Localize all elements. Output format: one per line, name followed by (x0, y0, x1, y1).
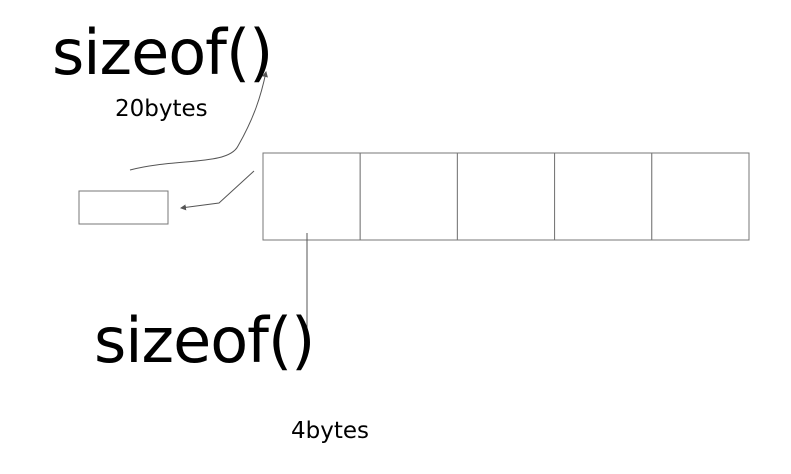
array-cell-2 (359, 152, 458, 241)
array-cell-3 (456, 152, 556, 241)
array-cell-1 (262, 152, 361, 241)
array-block (262, 152, 750, 241)
top-sizeof-arrow (129, 71, 268, 171)
pointer-box (78, 190, 169, 225)
top-size-label: 20bytes (115, 96, 208, 122)
bottom-size-label: 4bytes (291, 418, 369, 444)
bottom-sizeof-label: sizeof() (94, 304, 315, 377)
array-to-pointer-arrow (180, 170, 255, 211)
top-sizeof-label: sizeof() (52, 16, 273, 89)
array-cell-4 (554, 152, 653, 241)
array-cell-5 (651, 152, 750, 241)
